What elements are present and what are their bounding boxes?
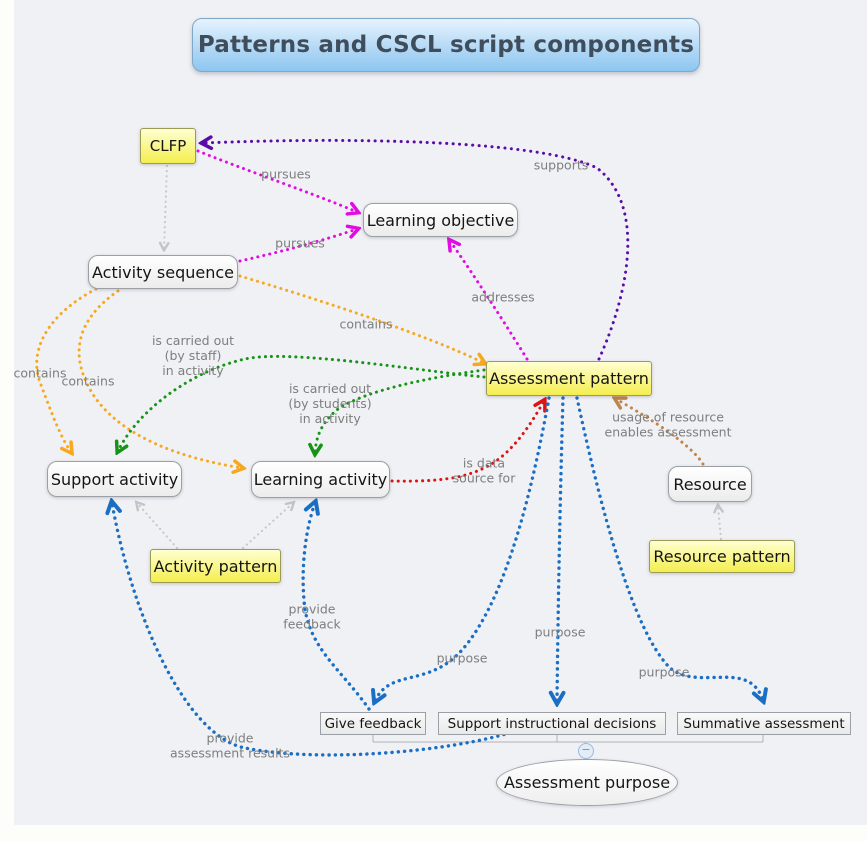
edge-label-supports: supports (533, 157, 589, 173)
edge-label-is-data-source: is data source for (452, 455, 516, 485)
node-clfp[interactable]: CLFP (140, 128, 196, 164)
node-learning-objective[interactable]: Learning objective (363, 203, 518, 237)
edge-purpose-decisions (557, 396, 563, 702)
edge-label-provide-feedback: provide feedback (283, 601, 341, 631)
node-learning-activity[interactable]: Learning activity (251, 461, 390, 498)
edge-purpose-give-feedback (375, 396, 551, 701)
node-support-activity[interactable]: Support activity (47, 461, 182, 497)
edge-label-carried-out-students: is carried out (by students) in activity (288, 380, 372, 426)
edge-learning-datasource-assessment (390, 401, 544, 483)
node-activity-pattern[interactable]: Activity pattern (150, 549, 281, 583)
edge-label-contains-assessment: contains (339, 316, 393, 332)
edge-label-carried-out-staff: is carried out (by staff) in activity (151, 332, 235, 378)
edge-resource-pattern-resource (718, 506, 721, 541)
edge-provide-feedback (301, 503, 371, 711)
edge-assessment-addresses-objective (450, 241, 529, 361)
node-resource[interactable]: Resource (668, 466, 752, 502)
edge-sequence-contains-support (35, 287, 98, 452)
edge-label-provide-assessment-results: provide assessment results (170, 730, 290, 760)
edge-clfp-activity-sequence (164, 164, 167, 249)
node-resource-pattern[interactable]: Resource pattern (649, 540, 795, 573)
edge-activity-pattern-support-activity (137, 503, 179, 550)
edge-activity-pattern-learning-activity (241, 503, 293, 550)
edge-sequence-contains-learning (77, 289, 242, 468)
edge-label-usage-resource: usage of resource enables assessment (604, 409, 732, 439)
edge-label-addresses: addresses (471, 289, 535, 305)
edge-label-pursues-sequence: pursues (275, 235, 325, 251)
edge-provide-assessment-results (112, 503, 518, 757)
edge-label-pursues-clfp: pursues (261, 166, 311, 182)
node-assessment-purpose[interactable]: Assessment purpose (496, 759, 678, 806)
node-summative-assessment[interactable]: Summative assessment (677, 712, 851, 735)
edge-label-purpose-give-feedback: purpose (436, 650, 488, 666)
edge-purpose-summative (575, 396, 763, 700)
group-bracket (372, 735, 764, 760)
node-assessment-pattern[interactable]: Assessment pattern (486, 361, 652, 396)
edge-sequence-contains-assessment (238, 274, 484, 363)
edge-resource-enables-assessment (616, 399, 705, 466)
collapse-icon[interactable]: − (578, 743, 594, 759)
diagram-title: Patterns and CSCL script components (192, 18, 700, 72)
node-support-instructional-decisions[interactable]: Support instructional decisions (438, 712, 666, 735)
node-activity-sequence[interactable]: Activity sequence (88, 255, 238, 289)
edge-label-purpose-summative: purpose (638, 664, 690, 680)
edge-sequence-pursues-objective (238, 229, 357, 263)
edge-label-contains-learning: contains (61, 373, 115, 389)
edge-assessment-supports-clfp (203, 140, 630, 361)
edge-assessment-students-learning (315, 368, 486, 453)
node-give-feedback[interactable]: Give feedback (320, 712, 426, 735)
edge-assessment-staff-support (118, 354, 486, 451)
edge-label-contains-support: contains (13, 365, 67, 381)
edge-label-purpose-decisions: purpose (534, 624, 586, 640)
edge-clfp-pursues-objective (196, 149, 357, 212)
